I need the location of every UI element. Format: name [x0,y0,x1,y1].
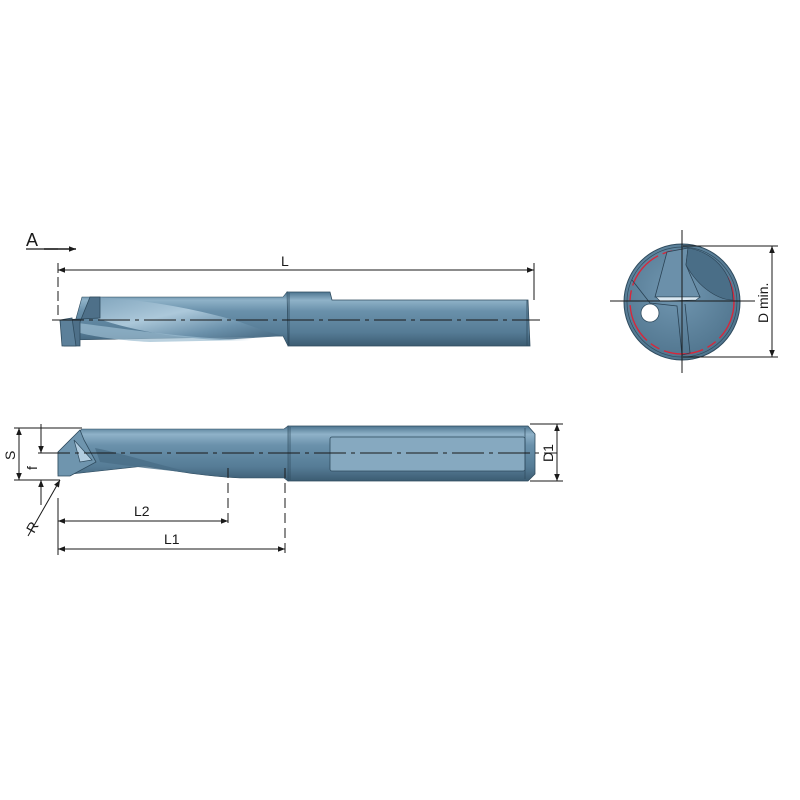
shank-clamping-flat [329,436,526,472]
end-view: D min. [610,230,778,373]
dimension-label-s: S [2,451,18,460]
drill-tip-facet [73,439,93,463]
flute-groove-side [95,448,200,474]
dimension-leader-r [27,479,61,537]
view-label-a: A [26,230,38,250]
flute-highlight [70,322,250,342]
cutting-lip-lower [631,279,691,356]
chisel-edge-highlight [655,296,701,302]
top-view: L [52,253,540,347]
cutting-lip-upper [654,247,701,298]
dimension-label-f: f [24,466,40,470]
coolant-hole [640,303,660,323]
dimension-label-l1: L1 [164,531,180,547]
flute-face-right [685,247,734,301]
dimension-label-r: R [23,519,42,536]
shank [286,291,531,347]
side-view: S f R L2 L1 D1 [2,423,563,555]
dimension-label-dmin: D min. [755,283,771,323]
flute-helix [95,297,284,340]
dimension-label-d1: D1 [540,444,556,462]
view-arrow-a: A [26,230,76,252]
dimension-label-l: L [281,253,289,269]
dimension-label-l2: L2 [134,503,150,519]
drill-tip-face [59,317,77,347]
